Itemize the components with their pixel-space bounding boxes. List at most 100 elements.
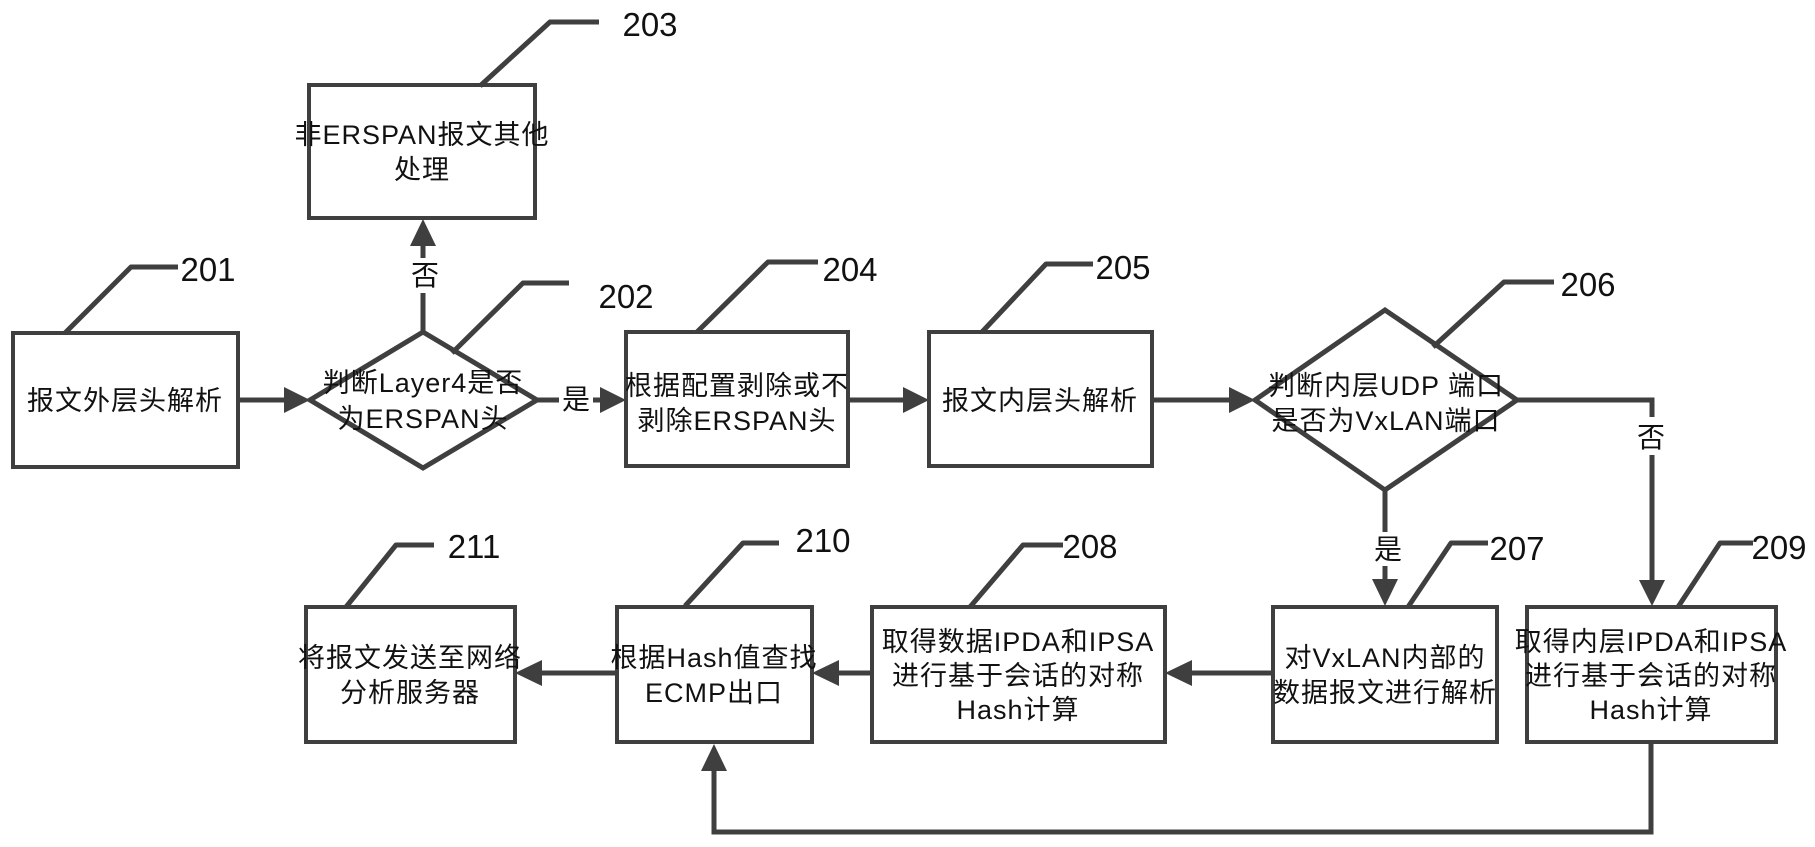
arrow-209-to-210-feedback — [701, 742, 1654, 835]
ref-203: 203 — [478, 6, 678, 88]
flow-node-210: 根据Hash值查找 ECMP出口 — [610, 605, 817, 744]
node-209-label-line-3: Hash计算 — [1589, 695, 1712, 725]
ref-leader-202 — [450, 280, 569, 355]
decision-206-label-line-2: 是否为VxLAN端口 — [1271, 406, 1500, 436]
arrow-202-to-204-yes: 是 — [537, 384, 626, 415]
flow-node-211: 将报文发送至网络 分析服务器 — [298, 605, 522, 744]
ref-201: 201 — [63, 251, 236, 335]
ref-leader-210 — [683, 540, 779, 608]
node-203-label-line-2: 处理 — [394, 155, 450, 185]
ref-leader-206 — [1431, 279, 1554, 349]
decision-202-diamond — [305, 329, 542, 471]
node-211-label-line-1: 将报文发送至网络 — [298, 643, 522, 673]
arrow-206-to-209-no: 否 — [1517, 397, 1665, 606]
arrow-207-to-208 — [1165, 660, 1273, 686]
decision-206-label-line-1: 判断内层UDP 端口 — [1268, 371, 1504, 401]
node-205-box — [927, 330, 1154, 468]
ref-label-207: 207 — [1489, 530, 1544, 567]
ref-leader-201 — [63, 264, 178, 335]
flow-node-201: 报文外层头解析 — [11, 331, 240, 469]
node-209-label-line-2: 进行基于会话的对称 — [1525, 661, 1777, 691]
ref-206: 206 — [1431, 266, 1616, 349]
node-208-label-line-2: 进行基于会话的对称 — [892, 661, 1144, 691]
node-207-label-line-2: 数据报文进行解析 — [1273, 678, 1497, 708]
node-210-box — [615, 605, 814, 744]
node-209-label-line-1: 取得内层IPDA和IPSA — [1515, 627, 1788, 657]
node-207-label-line-1: 对VxLAN内部的 — [1284, 643, 1485, 673]
node-210-label-line-2: ECMP出口 — [645, 678, 783, 708]
node-204-label-line-1: 根据配置剥除或不 — [625, 371, 849, 401]
branch-label-yes-206: 是 — [1374, 534, 1402, 565]
ref-208: 208 — [968, 528, 1118, 609]
arrow-shaft — [1517, 397, 1655, 417]
arrowhead — [1639, 580, 1665, 606]
arrowhead — [903, 387, 929, 413]
arrowhead — [410, 219, 436, 246]
arrowhead — [812, 660, 839, 686]
ref-label-209: 209 — [1751, 529, 1806, 566]
ref-leader-204 — [695, 259, 818, 334]
node-211-box — [304, 605, 517, 744]
arrow-204-to-205 — [848, 387, 929, 413]
ref-label-203: 203 — [622, 6, 677, 43]
arrowhead — [600, 387, 626, 413]
flow-decision-206: 判断内层UDP 端口 是否为VxLAN端口 — [1250, 306, 1522, 494]
ref-209: 209 — [1675, 529, 1807, 609]
ref-label-210: 210 — [795, 522, 850, 559]
ref-leader-208 — [968, 542, 1063, 609]
node-207-box — [1271, 605, 1499, 744]
arrowhead — [284, 387, 310, 413]
ref-204: 204 — [695, 251, 878, 334]
node-211-label-line-2: 分析服务器 — [340, 678, 480, 708]
ref-205: 205 — [980, 249, 1151, 334]
node-201-box — [11, 331, 240, 469]
arrowhead — [515, 660, 542, 686]
flow-node-205: 报文内层头解析 — [927, 330, 1154, 468]
node-204-label-line-2: 剥除ERSPAN头 — [637, 406, 836, 436]
ref-leader-205 — [980, 261, 1093, 334]
flow-decision-202: 判断Layer4是否 为ERSPAN头 — [305, 329, 542, 471]
ref-label-202: 202 — [598, 278, 653, 315]
node-201-label: 报文外层头解析 — [27, 386, 223, 416]
flow-node-203: 非ERSPAN报文其他 处理 — [294, 83, 549, 220]
ref-211: 211 — [344, 528, 501, 609]
decision-202-label-line-2: 为ERSPAN头 — [337, 404, 508, 434]
arrowhead — [1372, 579, 1398, 606]
ref-label-201: 201 — [180, 251, 235, 288]
arrow-205-to-206 — [1152, 387, 1255, 413]
ref-leader-203 — [478, 19, 599, 88]
arrowhead — [701, 744, 727, 771]
arrowhead — [1165, 660, 1192, 686]
ref-202: 202 — [450, 278, 654, 355]
branch-label-no-202: 否 — [411, 260, 439, 291]
node-208-label-line-3: Hash计算 — [956, 695, 1079, 725]
ref-label-204: 204 — [822, 251, 877, 288]
node-208-box — [870, 605, 1167, 744]
node-203-label-line-1: 非ERSPAN报文其他 — [294, 120, 549, 150]
ref-label-211: 211 — [448, 528, 501, 565]
ref-210: 210 — [683, 522, 851, 608]
node-203-box — [307, 83, 537, 220]
flow-node-207: 对VxLAN内部的 数据报文进行解析 — [1271, 605, 1499, 744]
flow-node-208: 取得数据IPDA和IPSA 进行基于会话的对称 Hash计算 — [870, 605, 1167, 744]
node-208-label-line-1: 取得数据IPDA和IPSA — [882, 627, 1155, 657]
ref-label-208: 208 — [1062, 528, 1117, 565]
ref-leader-207 — [1405, 540, 1488, 609]
ref-label-205: 205 — [1095, 249, 1150, 286]
node-205-label: 报文内层头解析 — [942, 386, 1138, 416]
arrow-202-to-203-no: 否 — [410, 219, 439, 332]
arrowhead — [1229, 387, 1255, 413]
ref-label-206: 206 — [1560, 266, 1615, 303]
ref-leader-209 — [1675, 540, 1753, 609]
arrow-201-to-202 — [238, 387, 310, 413]
arrow-210-to-211 — [515, 660, 617, 686]
arrow-208-to-210 — [812, 660, 872, 686]
ref-207: 207 — [1405, 530, 1545, 609]
node-204-box — [624, 330, 850, 468]
arrow-shaft — [711, 742, 1654, 835]
branch-label-yes-202: 是 — [562, 384, 590, 415]
arrow-206-to-207-yes: 是 — [1372, 490, 1402, 606]
flow-node-209: 取得内层IPDA和IPSA 进行基于会话的对称 Hash计算 — [1515, 605, 1788, 744]
